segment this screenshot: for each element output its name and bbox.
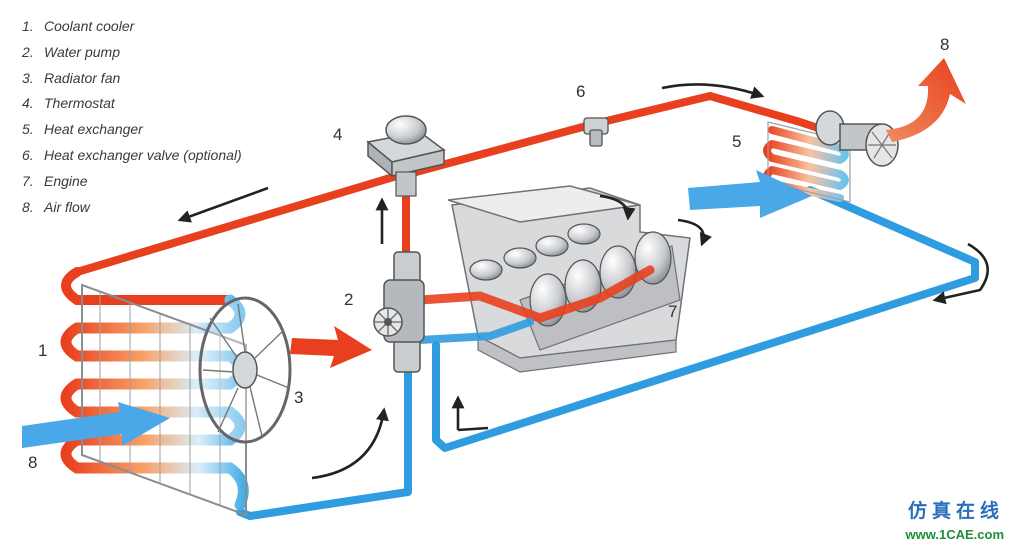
water-pump — [373, 251, 425, 373]
watermark-cn: 仿真在线 — [907, 500, 1004, 522]
engine-block — [447, 185, 691, 373]
airflow-out-heater-arrow — [886, 58, 966, 142]
callout-heater: 5 — [732, 132, 741, 151]
flow-arrow-to-radiator — [177, 186, 269, 223]
airflow-in-radiator-arrow — [22, 402, 170, 448]
callout-thermostat: 4 — [333, 125, 342, 144]
hot-line-engine — [415, 265, 655, 323]
flow-arrow-heater-return — [932, 242, 989, 305]
callout-radiator: 1 — [38, 341, 47, 360]
hot-coolant-lines — [73, 92, 822, 323]
legend-item: 7.Engine — [22, 172, 88, 189]
legend-item: 4.Thermostat — [22, 95, 115, 112]
hot-line-to-radiator — [73, 171, 404, 276]
legend-item: 5.Heat exchanger — [22, 121, 143, 138]
hot-line-to-heater — [401, 92, 822, 179]
callout-airflow-out: 8 — [940, 35, 949, 54]
airflow-out-radiator-arrow — [290, 326, 372, 368]
callout-engine: 7 — [668, 302, 677, 321]
cold-line-heater-return — [432, 186, 979, 452]
flow-arrow-to-pump — [311, 407, 389, 480]
callout-airflow-in: 8 — [28, 453, 37, 472]
callout-fan: 3 — [294, 388, 303, 407]
cold-line-engine — [416, 318, 534, 344]
legend-item: 6.Heat exchanger valve (optional) — [22, 146, 242, 163]
legend-item: 1.Coolant cooler — [22, 18, 135, 34]
legend-item: 3.Radiator fan — [22, 69, 121, 86]
legend-list: 1.Coolant cooler 2.Water pump 3.Radiator… — [22, 14, 242, 220]
flow-arrow-to-heater — [661, 83, 765, 99]
legend-item: 8.Air flow — [22, 198, 90, 215]
airflow-in-heater-arrow — [688, 170, 812, 218]
radiator-fan — [198, 296, 292, 444]
thermostat — [366, 115, 446, 197]
heat-exchanger-valve — [583, 117, 609, 147]
legend-item: 2.Water pump — [22, 43, 120, 60]
watermark-url: www.1CAE.com — [905, 527, 1004, 542]
callout-valve: 6 — [576, 82, 585, 101]
flow-direction-arrows — [177, 83, 989, 480]
flow-arrow-engine-2 — [677, 218, 712, 247]
flow-arrow-engine-1 — [599, 194, 636, 221]
air-flow-arrows — [22, 58, 966, 448]
callout-pump: 2 — [344, 290, 353, 309]
